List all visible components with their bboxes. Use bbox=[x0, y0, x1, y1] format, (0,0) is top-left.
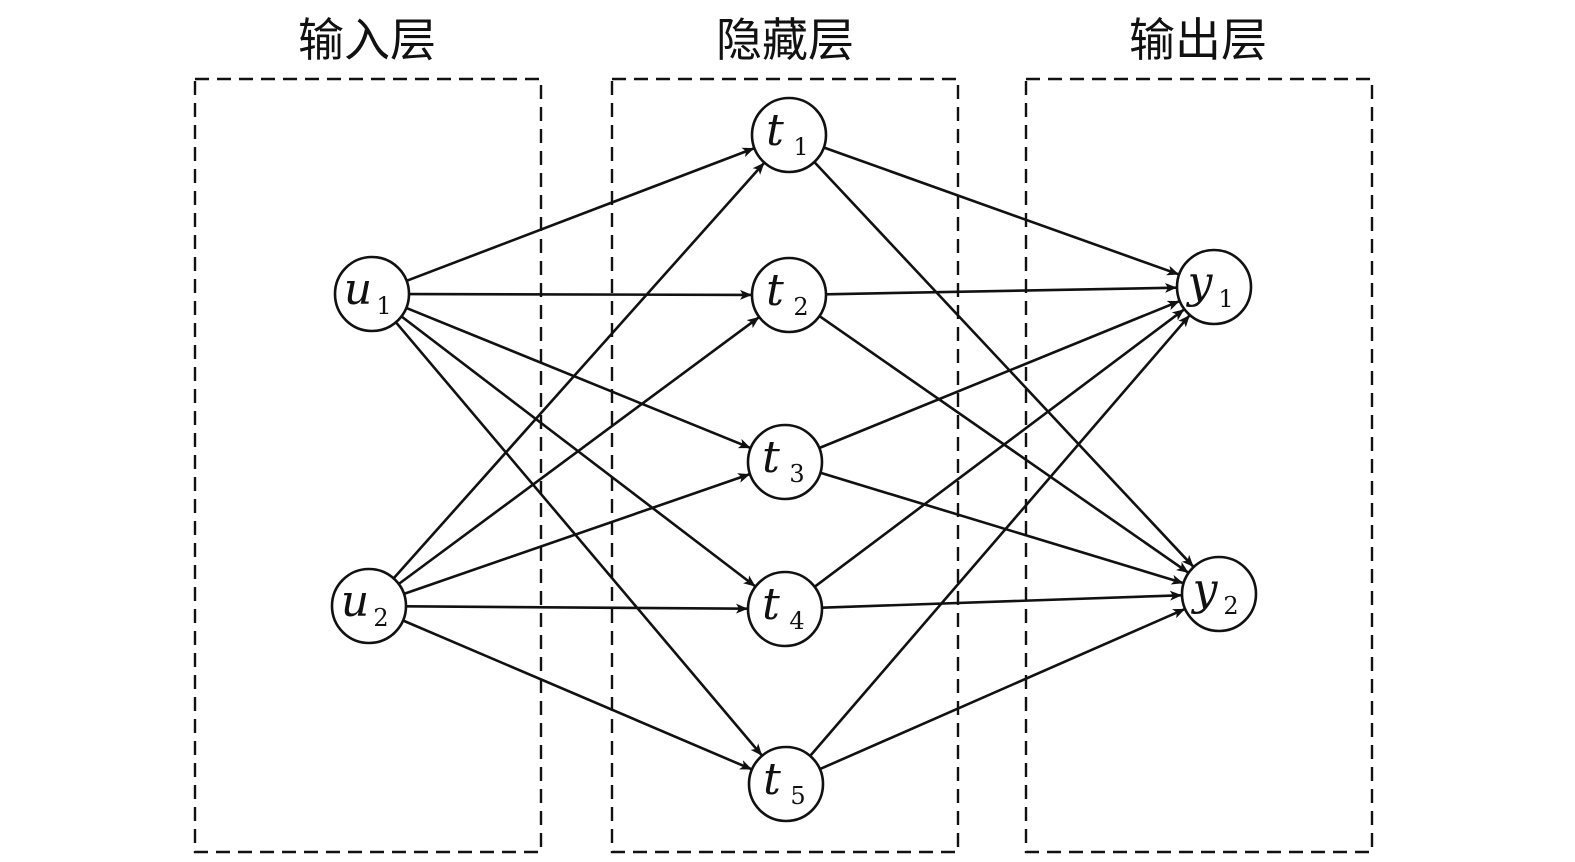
node-circle-t3 bbox=[746, 423, 824, 501]
node-circle-u1 bbox=[333, 255, 411, 333]
input-layer-title: 输入层 bbox=[298, 13, 436, 67]
node-letter-y2: y bbox=[1191, 564, 1219, 615]
edge-u1-t5 bbox=[394, 321, 763, 756]
node-letter-t3: t bbox=[762, 432, 780, 483]
edge-t3-y1 bbox=[818, 300, 1180, 450]
node-circle-t1 bbox=[750, 96, 828, 174]
node-subscript-t2: 2 bbox=[793, 293, 808, 321]
edge-u2-t3 bbox=[403, 473, 751, 596]
node-subscript-y2: 2 bbox=[1223, 592, 1238, 620]
edge-u1-t2 bbox=[408, 289, 752, 300]
node-subscript-y1: 1 bbox=[1218, 285, 1233, 313]
node-letter-t5: t bbox=[763, 754, 781, 805]
edge-u2-t4 bbox=[405, 603, 748, 614]
node-circle-y1 bbox=[1175, 248, 1253, 326]
node-circle-t2 bbox=[750, 256, 828, 334]
node-letter-y1: y bbox=[1186, 257, 1214, 308]
edge-u1-t3 bbox=[405, 306, 751, 449]
edge-u2-t5 bbox=[402, 619, 753, 771]
node-subscript-u2: 2 bbox=[373, 604, 388, 632]
node-circle-t5 bbox=[747, 745, 825, 823]
node-letter-t2: t bbox=[766, 265, 784, 316]
node-letter-u2: u bbox=[341, 576, 369, 627]
node-letter-u1: u bbox=[344, 264, 372, 315]
edges bbox=[392, 146, 1194, 771]
edge-t4-y2 bbox=[821, 590, 1182, 609]
node-subscript-t1: 1 bbox=[793, 133, 808, 161]
edge-t5-y1 bbox=[809, 314, 1191, 757]
node-subscript-u1: 1 bbox=[376, 292, 391, 320]
hidden-layer-box bbox=[610, 77, 960, 854]
edge-t1-y1 bbox=[823, 146, 1180, 276]
node-circle-y2 bbox=[1180, 555, 1258, 633]
hidden-layer-title: 隐藏层 bbox=[716, 13, 854, 67]
node-subscript-t3: 3 bbox=[789, 460, 804, 488]
input-layer-box bbox=[193, 77, 543, 854]
node-circle-u2 bbox=[330, 567, 408, 645]
edge-u2-t2 bbox=[397, 316, 760, 586]
edge-u2-t1 bbox=[392, 162, 765, 580]
node-letter-t4: t bbox=[762, 579, 780, 630]
node-circle-t4 bbox=[746, 570, 824, 648]
node-subscript-t4: 4 bbox=[789, 607, 804, 635]
node-letter-t1: t bbox=[766, 105, 784, 156]
output-layer-title: 输出层 bbox=[1129, 13, 1267, 67]
edge-t5-y2 bbox=[819, 608, 1186, 771]
edge-t1-y2 bbox=[813, 161, 1194, 568]
edge-t3-y2 bbox=[820, 471, 1184, 585]
output-layer-box bbox=[1024, 77, 1374, 854]
edge-u1-t1 bbox=[406, 147, 755, 283]
edge-t2-y1 bbox=[825, 282, 1177, 296]
edge-t4-y1 bbox=[813, 308, 1185, 588]
node-subscript-t5: 5 bbox=[790, 782, 805, 810]
